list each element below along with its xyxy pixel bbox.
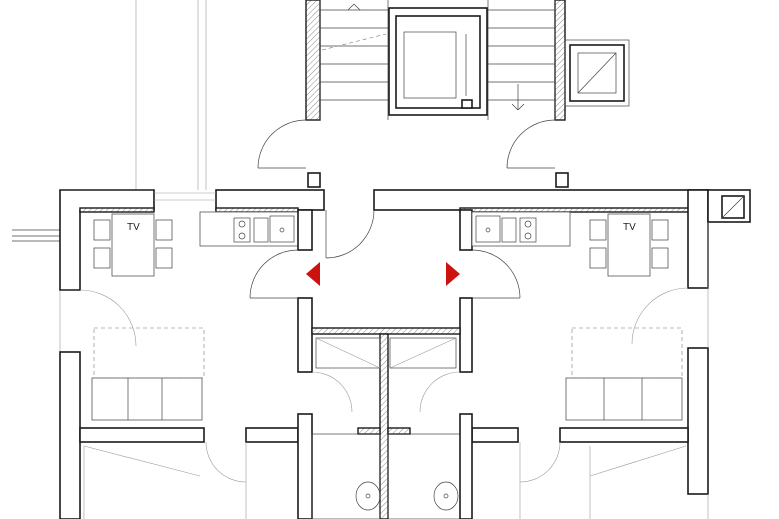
lobby-doors: [257, 119, 569, 188]
staircase: [305, 0, 566, 121]
entrance-marker-right: [446, 262, 460, 286]
tv-label-left: TV: [127, 222, 140, 233]
left-apartment: TV: [59, 209, 313, 519]
elevator-shaft: [388, 7, 488, 116]
right-apartment: TV: [459, 211, 709, 519]
central-corridor: [306, 209, 521, 519]
left-exterior-lines: [12, 0, 207, 352]
ventilation-shaft-top: [564, 39, 630, 107]
tv-label-right: TV: [623, 222, 636, 233]
entrance-marker-left: [306, 262, 320, 286]
